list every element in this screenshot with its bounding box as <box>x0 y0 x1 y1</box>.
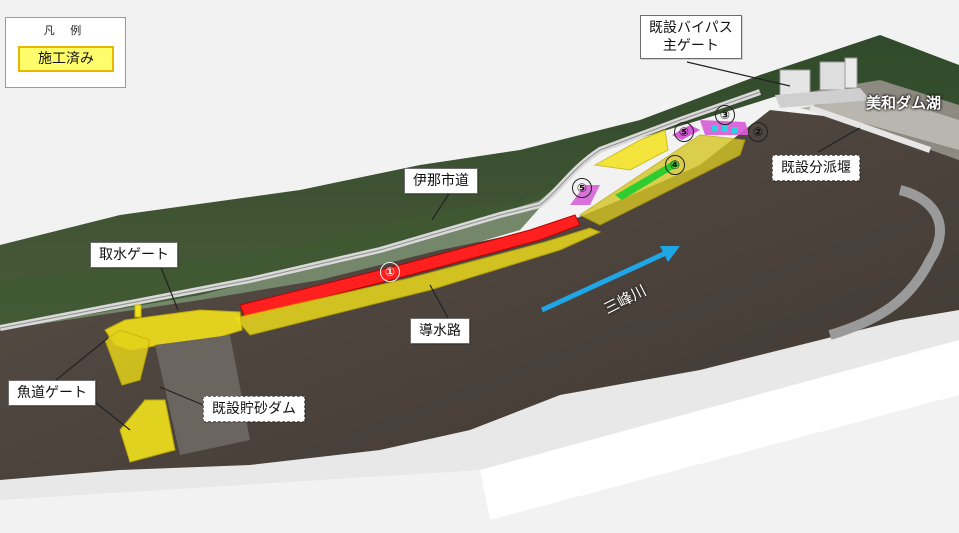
marker-2: ② <box>748 122 768 142</box>
cyan-gates <box>712 125 738 133</box>
right-road <box>828 185 945 340</box>
existing-diversion-weir-label: 既設分派堰 <box>772 155 860 181</box>
diversion-weir-line <box>809 105 931 153</box>
bypass-main-gate-label: 既設バイパス 主ゲート <box>640 15 742 59</box>
river-flow-arrow <box>540 249 670 313</box>
ina-city-road-label: 伊那市道 <box>404 168 478 194</box>
leader-lines <box>55 61 861 431</box>
legend: 凡 例 施工済み <box>5 17 126 88</box>
headrace-label: 導水路 <box>410 318 470 344</box>
marker-4: ④ <box>665 155 685 175</box>
legend-completed-swatch: 施工済み <box>18 46 114 72</box>
bypass-main-gate-line2: 主ゲート <box>662 38 719 54</box>
sediment-dam <box>155 335 250 455</box>
marker-5a: ⑤ <box>572 178 592 198</box>
miwa-dam-lake-label: 美和ダム湖 <box>866 94 942 112</box>
bypass-gate-structure <box>775 57 870 108</box>
fishway-gate-label: 魚道ゲート <box>8 380 96 406</box>
completed-area-channel <box>579 134 746 226</box>
existing-sediment-dam-label: 既設貯砂ダム <box>203 396 305 422</box>
bypass-main-gate-line1: 既設バイパス <box>649 20 733 36</box>
intake-gate-label: 取水ゲート <box>90 242 178 268</box>
marker-3: ③ <box>715 105 735 125</box>
green-section <box>615 160 680 200</box>
completed-area-upper <box>593 129 669 171</box>
marker-1: ① <box>380 262 400 282</box>
completed-area-headrace <box>234 227 602 336</box>
fishway-yellow <box>119 399 176 463</box>
legend-title: 凡 例 <box>43 24 88 37</box>
marker-5b: ⑤ <box>674 122 694 142</box>
